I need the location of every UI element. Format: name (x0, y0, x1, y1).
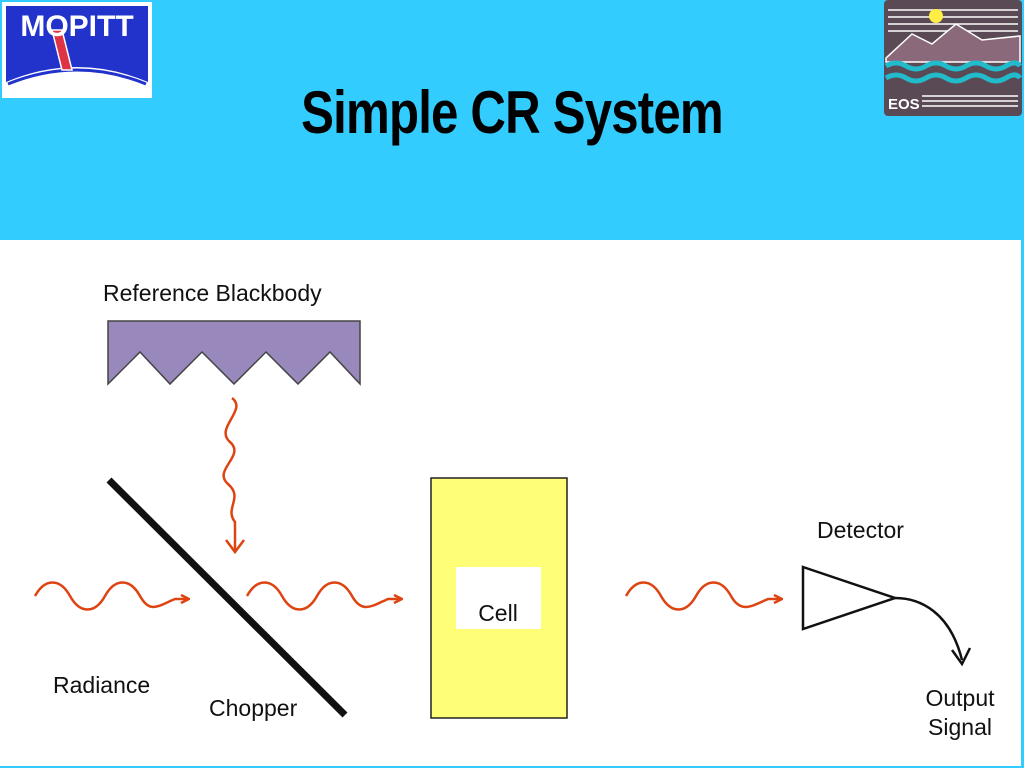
output-label-line2: Signal (928, 714, 992, 740)
frame-border-bottom (0, 766, 1024, 768)
frame-border-right (1021, 240, 1024, 768)
radiance-label: Radiance (53, 672, 150, 698)
reference-blackbody-label: Reference Blackbody (103, 280, 322, 306)
blackbody-radiation-wave (222, 397, 238, 550)
detector-label: Detector (817, 517, 904, 543)
output-label-line1: Output (925, 685, 995, 711)
eos-logo: EOS (884, 0, 1023, 116)
cell-label-box (456, 567, 541, 629)
chopped-radiance-wave (245, 581, 401, 611)
transmitted-wave (624, 581, 781, 611)
mopitt-logo-text: MOPITT (20, 10, 133, 43)
mopitt-logo: MOPITT (2, 2, 152, 98)
radiance-wave (33, 581, 188, 611)
chopper-label: Chopper (209, 695, 298, 721)
detector (801, 565, 899, 631)
output-signal-arrow (894, 596, 964, 661)
eos-logo-text: EOS (888, 96, 920, 113)
cell-label: Cell (478, 600, 518, 626)
chopper (106, 477, 348, 718)
cr-system-diagram: Reference Blackbody Cell Detector Radian… (33, 280, 995, 740)
header-banner (0, 0, 1024, 240)
reference-blackbody (107, 320, 361, 386)
page-title: Simple CR System (301, 79, 723, 146)
